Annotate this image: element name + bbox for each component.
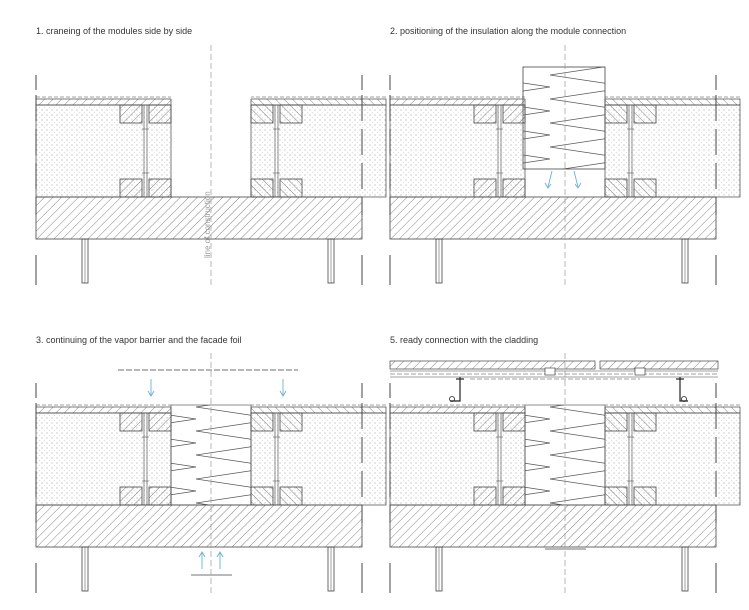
- down-arrows: [544, 170, 582, 189]
- fixing-brackets: [449, 377, 688, 402]
- caption-step-3: 3. continuing of the vapor barrier and t…: [36, 335, 242, 345]
- panel-step-1: [35, 45, 386, 287]
- line-of-construction-label: line of construction: [203, 191, 212, 258]
- panel-step-3: [35, 353, 386, 595]
- cladding: [389, 360, 719, 380]
- panel-step-5: [389, 353, 740, 595]
- caption-step-1: 1. craneing of the modules side by side: [36, 26, 193, 36]
- caption-step-5: 5. ready connection with the cladding: [390, 335, 539, 345]
- caption-step-2: 2. positioning of the insulation along t…: [390, 26, 627, 36]
- insulation-block: [522, 66, 606, 170]
- panel-step-2: [389, 45, 740, 287]
- foil-arrows: [147, 379, 287, 569]
